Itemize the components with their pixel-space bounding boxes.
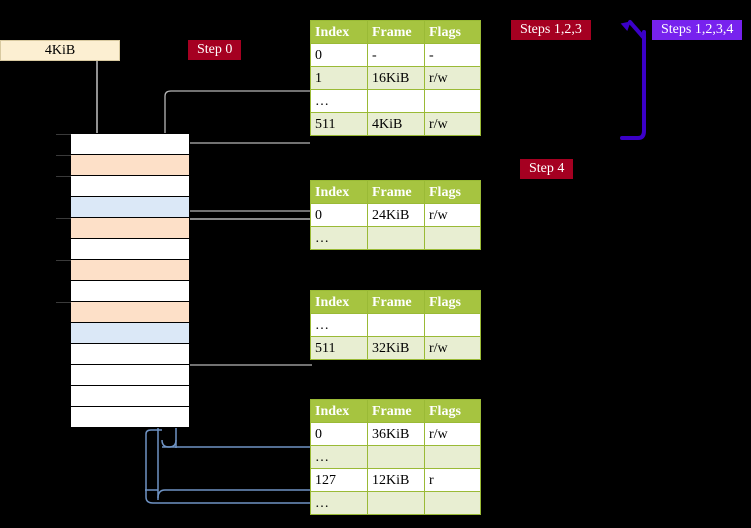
table-row: …	[310, 491, 481, 515]
memory-frame-row	[70, 196, 190, 218]
memory-frame-row	[70, 322, 190, 344]
column-header-frame: Frame	[367, 290, 425, 314]
table-cell: …	[310, 226, 368, 250]
table-cell: …	[310, 89, 368, 113]
table-cell: -	[424, 43, 481, 67]
column-header-index: Index	[310, 399, 368, 423]
memory-size-text: 4KiB	[44, 43, 76, 58]
memory-frame-row	[70, 280, 190, 302]
column-header-index: Index	[310, 290, 368, 314]
table-cell: -	[367, 43, 425, 67]
column-header-flags: Flags	[424, 180, 481, 204]
table-cell: …	[310, 491, 368, 515]
table-cell	[367, 226, 425, 250]
memory-size-label: 4KiB	[0, 40, 120, 61]
table-cell: r	[424, 468, 481, 492]
wire-table2-down	[179, 218, 310, 250]
table-cell: 16KiB	[367, 66, 425, 90]
wire-memory-to-table2	[171, 140, 312, 212]
table-cell: …	[310, 313, 368, 337]
table-cell: 0	[310, 203, 368, 227]
column-header-index: Index	[310, 180, 368, 204]
column-header-frame: Frame	[367, 399, 425, 423]
memory-tick-mark	[56, 260, 71, 261]
memory-frame-row	[56, 301, 190, 323]
memory-tick-mark	[56, 176, 71, 177]
badge-steps1234: Steps 1,2,3,4	[652, 20, 743, 40]
table-cell: 0	[310, 43, 368, 67]
memory-tick-mark	[56, 302, 71, 303]
memory-frame-row	[70, 364, 190, 386]
memory-frame-row	[70, 406, 190, 428]
memory-frame-row	[56, 154, 190, 176]
memory-frame-row	[70, 238, 190, 260]
column-header-flags: Flags	[424, 290, 481, 314]
memory-tick-mark	[56, 134, 71, 135]
badge-step0: Step 0	[188, 40, 242, 60]
table-cell	[367, 313, 425, 337]
memory-tick-mark	[56, 218, 71, 219]
badge-steps123: Steps 1,2,3	[511, 20, 591, 40]
table-row: …	[310, 445, 481, 469]
memory-frame-row	[56, 175, 190, 197]
memory-frame-row	[70, 385, 190, 407]
table-row: …	[310, 226, 481, 250]
table-cell	[367, 445, 425, 469]
memory-frame-row	[70, 343, 190, 365]
table-cell	[424, 445, 481, 469]
table-cell: 36KiB	[367, 422, 425, 446]
memory-frame-row	[56, 259, 190, 281]
table-cell	[424, 313, 481, 337]
table-cell	[424, 491, 481, 515]
table-cell	[424, 89, 481, 113]
table-cell: 0	[310, 422, 368, 446]
table-cell: r/w	[424, 422, 481, 446]
table-cell: 24KiB	[367, 203, 425, 227]
column-header-flags: Flags	[424, 20, 481, 44]
column-header-index: Index	[310, 20, 368, 44]
table-cell: r/w	[424, 203, 481, 227]
table-cell: 511	[310, 112, 368, 136]
table-cell: …	[310, 445, 368, 469]
table-cell: 127	[310, 468, 368, 492]
table-cell: 32KiB	[367, 336, 425, 360]
table-cell: 12KiB	[367, 468, 425, 492]
table-cell	[367, 89, 425, 113]
memory-frame-row	[56, 217, 190, 239]
table-cell	[367, 491, 425, 515]
table-cell: 4KiB	[367, 112, 425, 136]
column-header-frame: Frame	[367, 20, 425, 44]
wire-memory-to-table3	[165, 331, 312, 366]
table-cell	[424, 226, 481, 250]
table-row: …	[310, 313, 481, 337]
table-cell: r/w	[424, 336, 481, 360]
memory-tick-mark	[56, 155, 71, 156]
table-cell: r/w	[424, 112, 481, 136]
memory-frame-row	[56, 133, 190, 155]
physical-memory-column	[56, 133, 190, 428]
column-header-frame: Frame	[367, 180, 425, 204]
column-header-flags: Flags	[424, 399, 481, 423]
table-row: …	[310, 89, 481, 113]
table-row: 0--	[310, 43, 481, 67]
purple-step-arrow	[620, 20, 646, 140]
table-cell: 1	[310, 66, 368, 90]
table-cell: r/w	[424, 66, 481, 90]
table-cell: 511	[310, 336, 368, 360]
badge-step4: Step 4	[520, 159, 574, 179]
